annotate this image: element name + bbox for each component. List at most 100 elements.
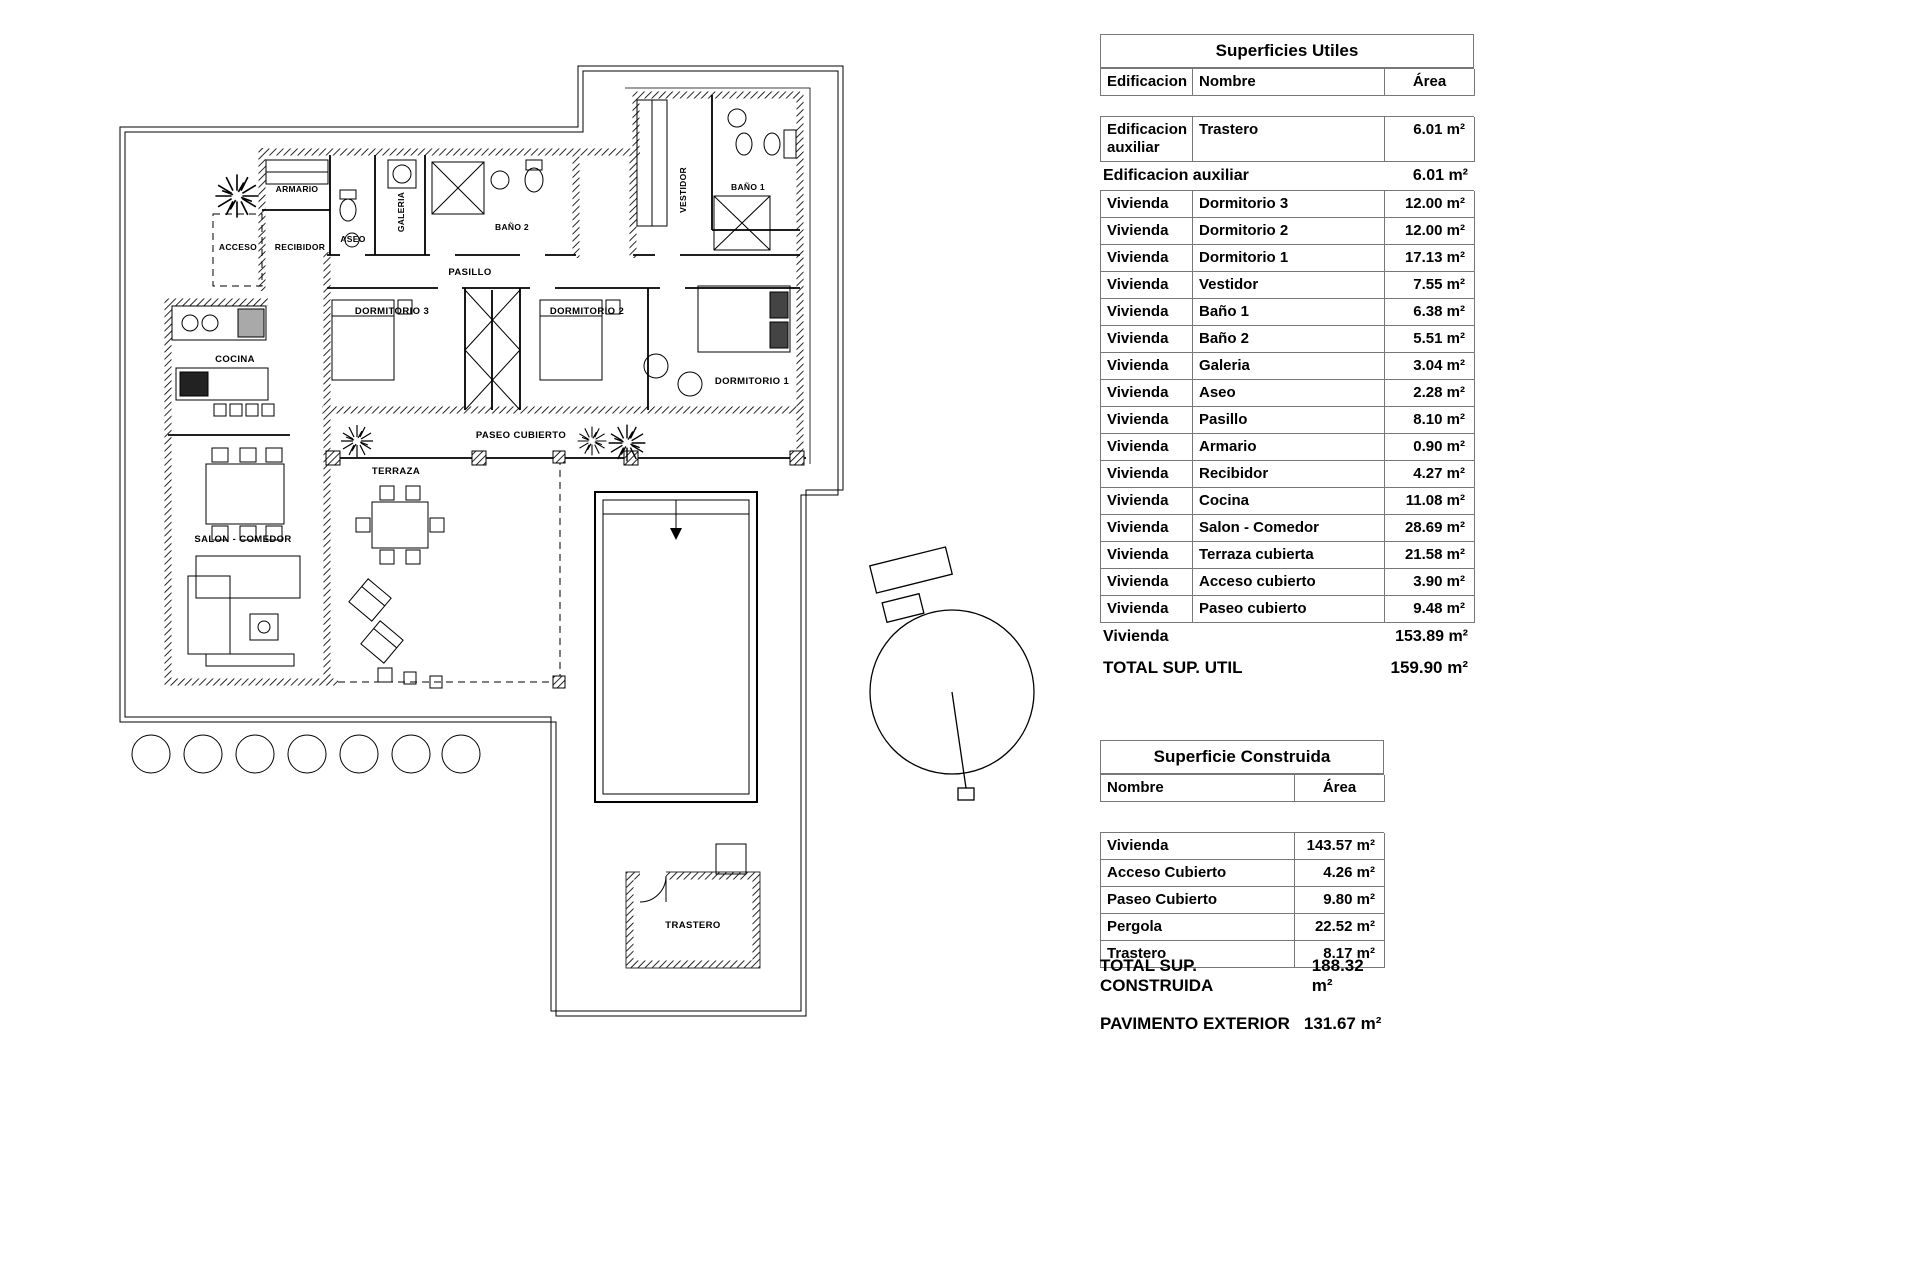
row-edificacion: Vivienda bbox=[1101, 596, 1193, 623]
room-label-paseo: PASEO CUBIERTO bbox=[476, 430, 566, 441]
room-label-dormitorio3: DORMITORIO 3 bbox=[355, 306, 429, 317]
row-edificacion: Vivienda bbox=[1101, 407, 1193, 434]
pavimento-label: PAVIMENTO EXTERIOR bbox=[1100, 1014, 1290, 1033]
row-nombre: Galeria bbox=[1193, 353, 1385, 380]
interior-walls bbox=[168, 95, 806, 459]
row-area: 3.90 m² bbox=[1385, 569, 1475, 596]
pool bbox=[594, 491, 758, 803]
street-trees bbox=[131, 734, 481, 774]
row-area: 4.27 m² bbox=[1385, 461, 1475, 488]
row-area: 21.58 m² bbox=[1385, 542, 1475, 569]
row-nombre: Terraza cubierta bbox=[1193, 542, 1385, 569]
room-label-armario: ARMARIO bbox=[276, 184, 319, 194]
row-area: 6.38 m² bbox=[1385, 299, 1475, 326]
column-headers: Nombre Área bbox=[1100, 774, 1385, 802]
row-nombre: Baño 2 bbox=[1193, 326, 1385, 353]
room-label-acceso: ACCESO bbox=[219, 242, 257, 252]
table-title: Superficie Construida bbox=[1100, 740, 1384, 774]
vivienda-subtotal-area: 153.89 m² bbox=[1395, 628, 1468, 645]
aux-row: Edificacion auxiliar Trastero 6.01 m² bbox=[1100, 116, 1475, 162]
row-edificacion: Vivienda bbox=[1101, 218, 1193, 245]
row-nombre: Paseo Cubierto bbox=[1101, 887, 1295, 914]
row-edificacion: Vivienda bbox=[1101, 299, 1193, 326]
bedroom-furniture bbox=[331, 285, 791, 411]
row-area: 143.57 m² bbox=[1295, 833, 1385, 860]
total-sup-util-row: TOTAL SUP. UTIL 159.90 m² bbox=[1100, 651, 1474, 685]
aux-subtotal-label: Edificacion auxiliar bbox=[1103, 167, 1249, 184]
row-area: 11.08 m² bbox=[1385, 488, 1475, 515]
row-nombre: Paseo cubierto bbox=[1193, 596, 1385, 623]
room-label-pasillo: PASILLO bbox=[448, 267, 491, 278]
pavimento-area: 131.67 m² bbox=[1303, 1014, 1382, 1033]
plot-boundary bbox=[119, 65, 844, 1017]
row-nombre: Trastero bbox=[1101, 941, 1295, 968]
row-nombre: Dormitorio 3 bbox=[1193, 191, 1385, 218]
row-area: 9.80 m² bbox=[1295, 887, 1385, 914]
row-nombre: Aseo bbox=[1193, 380, 1385, 407]
terraza-furniture bbox=[348, 485, 445, 689]
total-construida-row: TOTAL SUP. CONSTRUIDA 188.32 m² bbox=[1100, 956, 1388, 996]
room-label-bano1: BAÑO 1 bbox=[731, 182, 765, 192]
kitchen-furniture bbox=[171, 305, 275, 417]
room-labels: ARMARIO ACCESO RECIBIDOR ASEO GALERIA BA… bbox=[194, 167, 789, 931]
trastero-building bbox=[625, 843, 761, 969]
row-nombre: Pergola bbox=[1101, 914, 1295, 941]
pavimento-exterior-row: PAVIMENTO EXTERIOR 131.67 m² bbox=[1100, 1014, 1381, 1034]
row-edificacion: Vivienda bbox=[1101, 326, 1193, 353]
row-area: 7.55 m² bbox=[1385, 272, 1475, 299]
row-nombre: Cocina bbox=[1193, 488, 1385, 515]
aux-subtotal-row: Edificacion auxiliar 6.01 m² bbox=[1100, 162, 1474, 190]
row-nombre: Salon - Comedor bbox=[1193, 515, 1385, 542]
room-label-bano2: BAÑO 2 bbox=[495, 222, 529, 232]
pergola bbox=[868, 546, 1035, 801]
col-header-edificacion: Edificacion bbox=[1101, 69, 1193, 96]
pillars bbox=[325, 450, 805, 689]
row-nombre: Dormitorio 2 bbox=[1193, 218, 1385, 245]
floor-plan: ARMARIO ACCESO RECIBIDOR ASEO GALERIA BA… bbox=[119, 65, 1035, 1017]
vivienda-subtotal-label: Vivienda bbox=[1103, 628, 1169, 645]
aux-subtotal-area: 6.01 m² bbox=[1412, 167, 1468, 184]
total-sup-util-label: TOTAL SUP. UTIL bbox=[1103, 658, 1243, 677]
row-nombre: Armario bbox=[1193, 434, 1385, 461]
superficie-construida-table: Superficie Construida Nombre Área Vivien… bbox=[1100, 740, 1385, 968]
salon-furniture bbox=[187, 447, 301, 667]
row-area: 17.13 m² bbox=[1385, 245, 1475, 272]
row-area: 9.48 m² bbox=[1385, 596, 1475, 623]
room-label-cocina: COCINA bbox=[215, 354, 255, 365]
plants bbox=[214, 173, 647, 463]
row-edificacion: Vivienda bbox=[1101, 353, 1193, 380]
wet-rooms-furniture bbox=[265, 99, 797, 251]
row-nombre: Baño 1 bbox=[1193, 299, 1385, 326]
row-edificacion: Vivienda bbox=[1101, 542, 1193, 569]
room-label-trastero: TRASTERO bbox=[665, 920, 720, 931]
row-nombre: Pasillo bbox=[1193, 407, 1385, 434]
col-header-nombre: Nombre bbox=[1193, 69, 1385, 96]
row-area: 0.90 m² bbox=[1385, 434, 1475, 461]
row-edificacion: Vivienda bbox=[1101, 272, 1193, 299]
room-label-dormitorio1: DORMITORIO 1 bbox=[715, 376, 790, 387]
total-construida-area: 188.32 m² bbox=[1311, 956, 1364, 995]
row-edificacion: Vivienda bbox=[1101, 191, 1193, 218]
row-area: 8.17 m² bbox=[1295, 941, 1385, 968]
row-nombre: Acceso cubierto bbox=[1193, 569, 1385, 596]
aux-edificacion: Edificacion auxiliar bbox=[1101, 117, 1193, 162]
row-area: 12.00 m² bbox=[1385, 191, 1475, 218]
row-area: 3.04 m² bbox=[1385, 353, 1475, 380]
row-area: 12.00 m² bbox=[1385, 218, 1475, 245]
row-edificacion: Vivienda bbox=[1101, 488, 1193, 515]
col-header-area: Área bbox=[1295, 775, 1385, 802]
room-label-terraza: TERRAZA bbox=[372, 466, 420, 477]
room-label-galeria: GALERIA bbox=[396, 192, 406, 232]
row-nombre: Vivienda bbox=[1101, 833, 1295, 860]
column-headers: Edificacion Nombre Área bbox=[1100, 68, 1475, 96]
row-nombre: Vestidor bbox=[1193, 272, 1385, 299]
eave-line bbox=[625, 87, 811, 464]
table-title: Superficies Utiles bbox=[1100, 34, 1474, 68]
col-header-nombre: Nombre bbox=[1101, 775, 1295, 802]
row-edificacion: Vivienda bbox=[1101, 245, 1193, 272]
row-area: 2.28 m² bbox=[1385, 380, 1475, 407]
row-area: 8.10 m² bbox=[1385, 407, 1475, 434]
